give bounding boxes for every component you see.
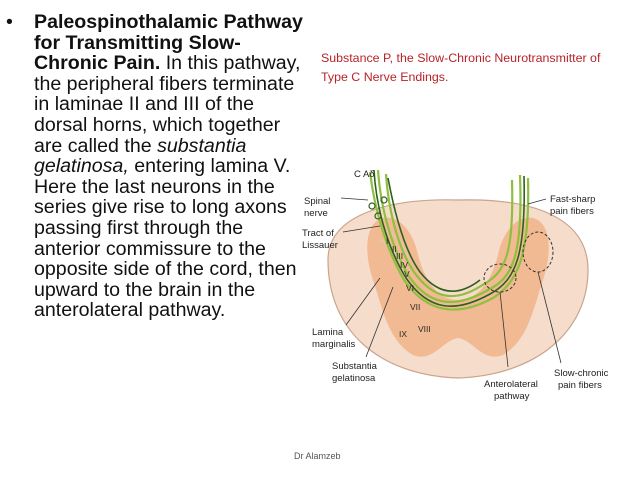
bullet-marker: •	[6, 11, 13, 33]
label-fast-sharp: Fast-sharp	[550, 194, 595, 205]
fiber-terminal	[368, 202, 376, 210]
label-spinal-nerve: nerve	[304, 208, 328, 219]
label-lamina-marginalis: Lamina	[312, 327, 344, 338]
lamina-numeral: II	[392, 244, 397, 254]
leader-line	[537, 271, 562, 364]
paragraph-heading: Paleospinothalamic Pathway for Transmitt…	[34, 11, 303, 75]
leader-line	[499, 291, 509, 368]
slide-body-text: • Paleospinothalamic Pathway for Transmi…	[6, 12, 306, 321]
leader-line	[345, 277, 381, 326]
spinal-cord-outline	[327, 199, 589, 379]
label-anterolateral: Anterolateral	[484, 379, 538, 390]
lamina-numeral: I	[386, 236, 388, 246]
slide-footer: Dr Alamzeb	[294, 451, 341, 461]
paragraph: Paleospinothalamic Pathway for Transmitt…	[34, 12, 306, 321]
label-spinal-nerve: Spinal	[304, 196, 330, 207]
label-substantia-gelatinosa: gelatinosa	[332, 373, 376, 384]
substance-p-note: Substance P, the Slow-Chronic Neurotrans…	[321, 51, 601, 84]
lamina-numeral: IV	[400, 260, 408, 270]
lamina-band	[379, 238, 408, 279]
label-anterolateral: pathway	[494, 391, 530, 402]
fiber-bundle	[387, 177, 481, 293]
leader-line	[365, 286, 394, 358]
lamina-numeral: VI	[406, 283, 414, 293]
lamina-numeral: VII	[410, 302, 420, 312]
fiber-bundle	[368, 171, 530, 311]
leader-line	[340, 197, 369, 201]
paragraph-part-2: entering lamina V. Here the last neurons…	[34, 155, 297, 322]
fiber-bundle	[376, 169, 522, 304]
fiber-terminal	[374, 212, 382, 220]
leader-line	[527, 198, 547, 205]
label-tract-of-lissauer: Tract of	[302, 228, 334, 239]
label-tract-of-lissauer: Lissauer	[302, 240, 338, 251]
label-substantia-gelatinosa: Substantia	[332, 361, 378, 372]
label-fast-sharp: pain fibers	[550, 206, 594, 217]
lamina-numeral: III	[396, 251, 403, 261]
paragraph-italic-term: substantia gelatinosa,	[34, 134, 247, 178]
fiber-bundle	[373, 169, 526, 307]
lamina-numeral: V	[404, 269, 410, 279]
paragraph-part-1: In this pathway, the peripheral fibers t…	[34, 52, 301, 157]
fiber-bundle	[384, 173, 514, 298]
spinal-cord-diagram: C Aδ Spinal nerve Tract of Lissauer Fast…	[302, 169, 609, 402]
lamina-numeral: VIII	[418, 324, 431, 334]
fiber-terminal	[380, 196, 388, 204]
label-slow-chronic: pain fibers	[558, 380, 602, 391]
label-slow-chronic: Slow-chronic	[554, 368, 609, 379]
lamina-numeral: IX	[399, 329, 407, 339]
anterolateral-pathway-ring	[483, 263, 517, 293]
leader-line	[342, 225, 381, 233]
label-c-adelta: C Aδ	[354, 169, 375, 180]
label-lamina-marginalis: marginalis	[312, 339, 356, 350]
